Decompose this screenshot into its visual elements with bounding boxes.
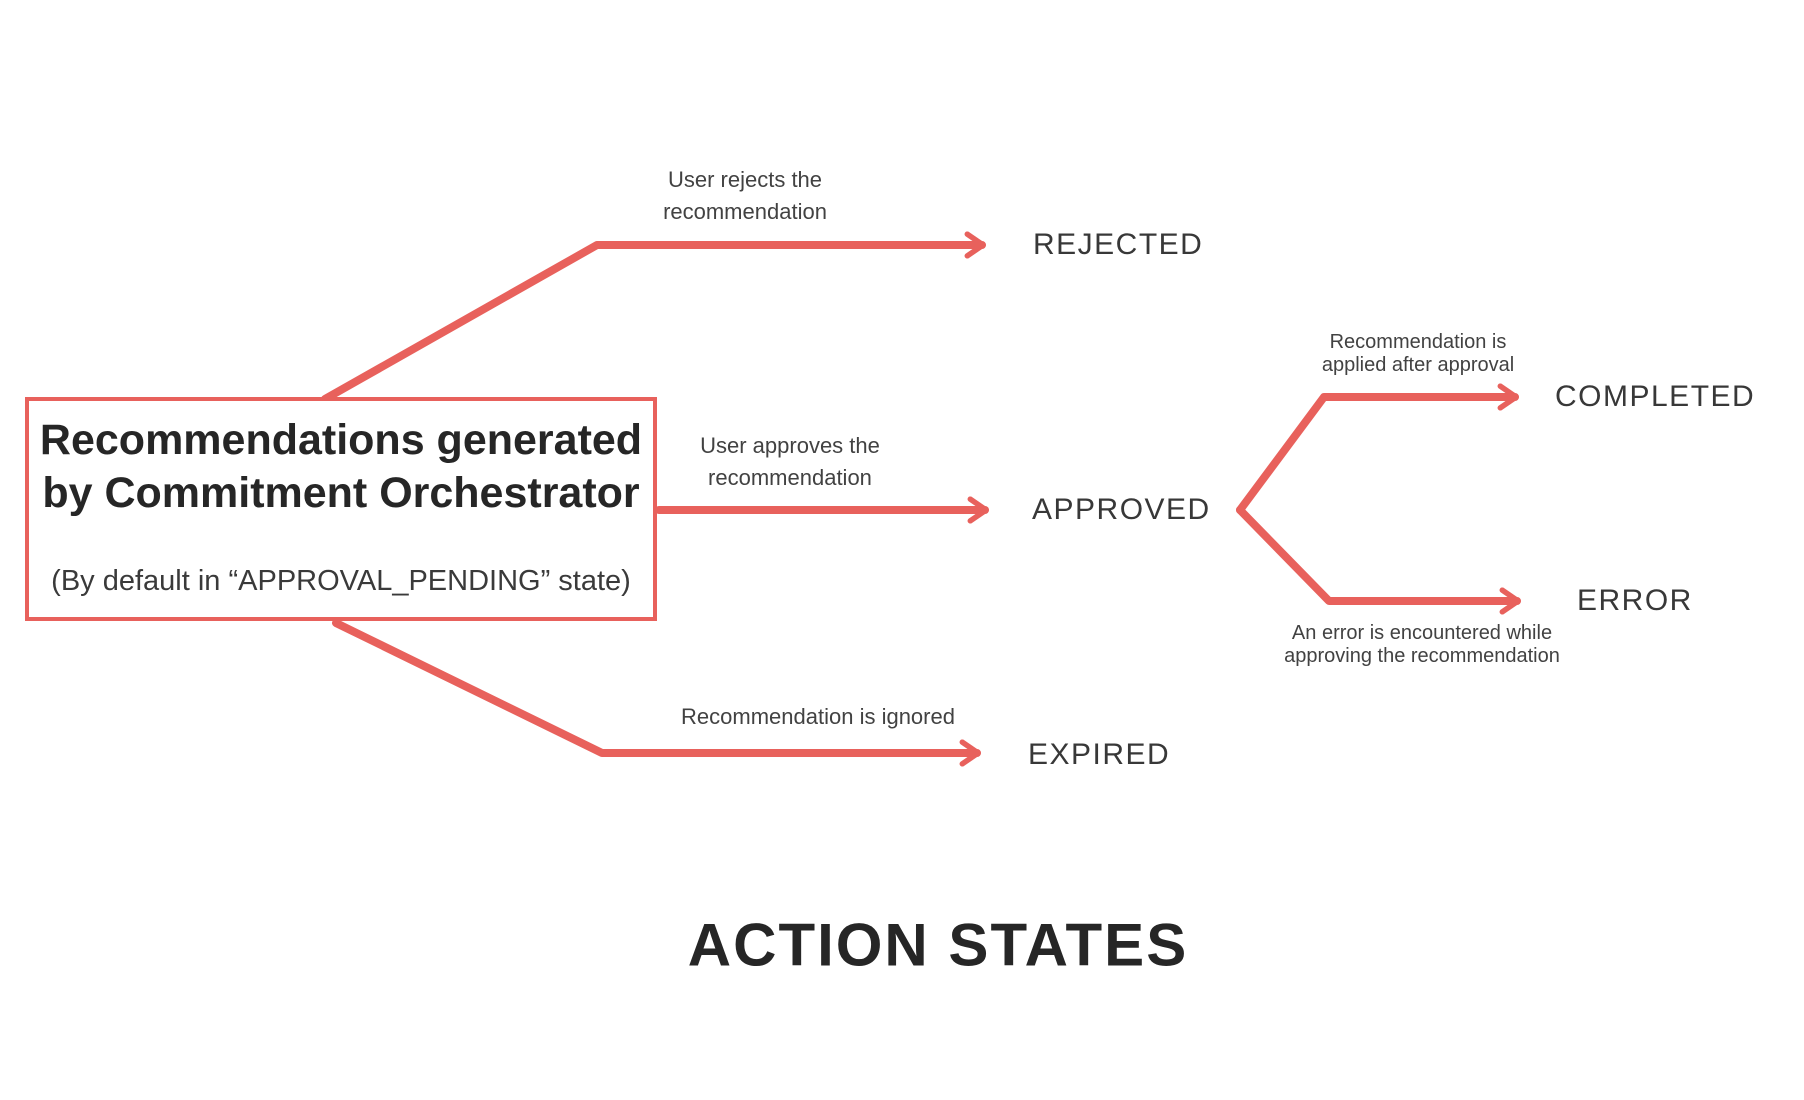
- edge-label-expired: Recommendation is ignored: [681, 704, 955, 729]
- state-expired: EXPIRED: [1028, 738, 1171, 771]
- edge-label-error: An error is encountered while approving …: [1284, 622, 1560, 667]
- state-error: ERROR: [1577, 584, 1693, 617]
- source-box: Recommendations generated by Commitment …: [25, 397, 657, 621]
- edge-label-rejected: User rejects the recommendation: [663, 167, 827, 224]
- source-box-subtitle: (By default in “APPROVAL_PENDING” state): [51, 565, 631, 597]
- edge-label-completed: Recommendation is applied after approval: [1321, 331, 1515, 376]
- edge-approved-to-error: [1236, 506, 1521, 615]
- edge-approved-to-completed: [1236, 383, 1519, 514]
- state-completed: COMPLETED: [1555, 380, 1756, 413]
- state-approved: APPROVED: [1032, 493, 1211, 526]
- source-box-title: Recommendations generated by Commitment …: [39, 416, 643, 517]
- edge-label-approved: User approves the recommendation: [700, 433, 880, 490]
- diagram-title: ACTION STATES: [687, 911, 1189, 979]
- state-rejected: REJECTED: [1033, 228, 1204, 261]
- edge-pending-to-expired: [332, 619, 981, 767]
- edge-pending-to-rejected: [321, 231, 986, 403]
